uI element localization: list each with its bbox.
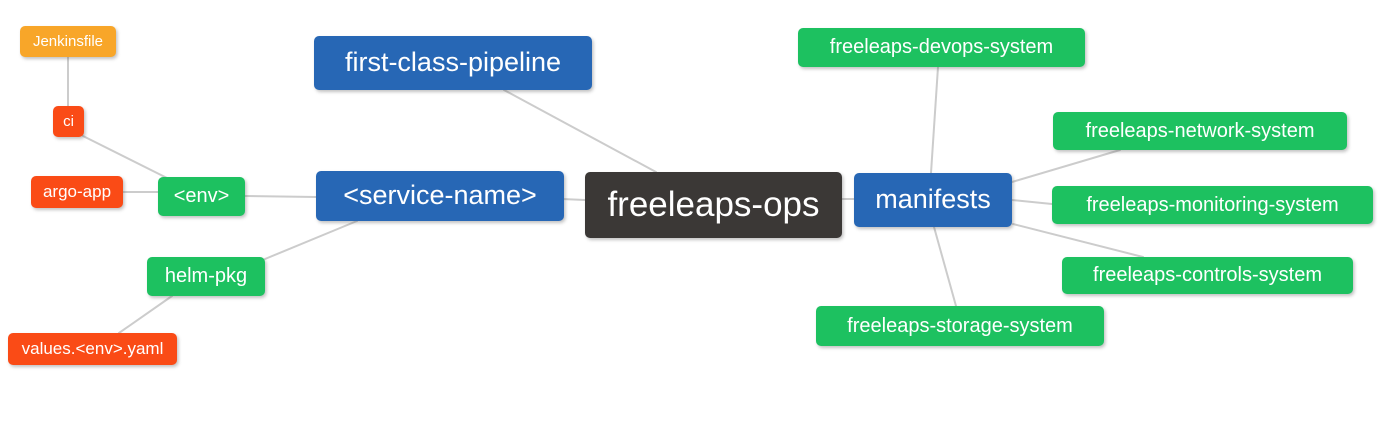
edge-service-name--helm-pkg <box>264 220 358 260</box>
freeleaps-ops-label: freeleaps-ops <box>607 185 820 224</box>
edge-ci--env <box>82 135 168 179</box>
node-env[interactable]: <env> <box>158 177 245 216</box>
freeleaps-monitoring-system-label: freeleaps-monitoring-system <box>1086 193 1339 216</box>
edge-manifests--freeleaps-network-system <box>1011 149 1121 183</box>
node-freeleaps-ops[interactable]: freeleaps-ops <box>585 172 842 238</box>
edge-manifests--freeleaps-monitoring-system <box>1011 199 1053 205</box>
ci-label: ci <box>63 112 74 130</box>
node-freeleaps-devops-system[interactable]: freeleaps-devops-system <box>798 28 1085 67</box>
first-class-pipeline-label: first-class-pipeline <box>344 47 562 77</box>
node-first-class-pipeline[interactable]: first-class-pipeline <box>314 36 592 90</box>
node-freeleaps-storage-system[interactable]: freeleaps-storage-system <box>816 306 1104 346</box>
freeleaps-controls-system-label: freeleaps-controls-system <box>1093 264 1322 286</box>
edge-manifests--freeleaps-controls-system <box>1012 223 1144 258</box>
argo-app-label: argo-app <box>42 182 112 201</box>
values-env-yaml-label: values.<env>.yaml <box>21 339 164 358</box>
helm-pkg-label: helm-pkg <box>164 265 248 287</box>
node-freeleaps-monitoring-system[interactable]: freeleaps-monitoring-system <box>1052 186 1373 224</box>
manifests-label: manifests <box>875 184 991 214</box>
edge-freeleaps-devops-system--manifests <box>930 66 939 174</box>
node-argo-app[interactable]: argo-app <box>31 176 123 208</box>
node-values-env-yaml[interactable]: values.<env>.yaml <box>8 333 177 365</box>
edge-env--service-name <box>244 195 317 198</box>
node-helm-pkg[interactable]: helm-pkg <box>147 257 265 296</box>
freeleaps-network-system-label: freeleaps-network-system <box>1085 119 1315 142</box>
node-manifests[interactable]: manifests <box>854 173 1012 227</box>
env-label: <env> <box>173 185 230 207</box>
node-service-name[interactable]: <service-name> <box>316 171 564 221</box>
edge-service-name--freeleaps-ops <box>561 198 586 201</box>
node-freeleaps-network-system[interactable]: freeleaps-network-system <box>1053 112 1347 150</box>
freeleaps-storage-system-label: freeleaps-storage-system <box>847 314 1073 337</box>
freeleaps-devops-system-label: freeleaps-devops-system <box>829 36 1054 58</box>
edge-helm-pkg--values-env-yaml <box>118 295 173 334</box>
node-jenkinsfile[interactable]: Jenkinsfile <box>20 26 116 57</box>
service-name-label: <service-name> <box>343 180 537 210</box>
jenkinsfile-label: Jenkinsfile <box>32 32 104 50</box>
edge-first-class-pipeline--freeleaps-ops <box>503 89 657 173</box>
node-ci[interactable]: ci <box>53 106 84 137</box>
edge-manifests--freeleaps-storage-system <box>933 226 957 307</box>
node-freeleaps-controls-system[interactable]: freeleaps-controls-system <box>1062 257 1353 294</box>
